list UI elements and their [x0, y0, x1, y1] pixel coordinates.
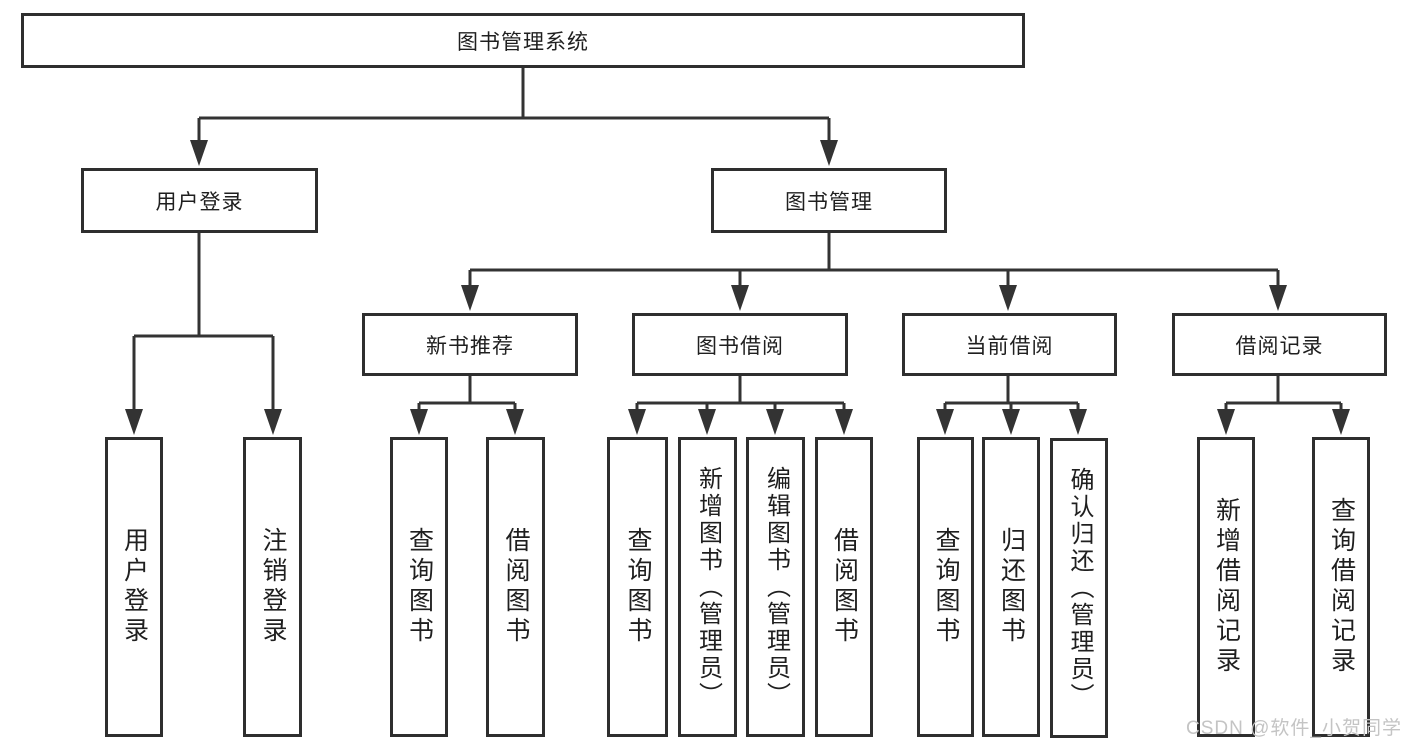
leaf-add-books-admin: 新增图书（管理员）	[678, 437, 737, 737]
node-label: 借阅图书	[502, 527, 530, 647]
node-label: 确认归还（管理员）	[1066, 466, 1093, 710]
node-label: 归还图书	[997, 527, 1026, 647]
csdn-watermark: CSDN @软件_小贺同学	[1186, 718, 1402, 739]
node-label: 查询图书	[624, 527, 652, 647]
node-book-borrowing: 图书借阅	[632, 313, 848, 376]
node-label: 用户登录	[120, 527, 149, 647]
connector-lines	[132, 67, 1343, 410]
node-label: 当前借阅	[965, 334, 1054, 358]
node-label: 查询图书	[405, 527, 434, 647]
leaf-borrow-books-1: 借阅图书	[486, 437, 545, 737]
leaf-edit-books-admin: 编辑图书（管理员）	[746, 437, 805, 737]
node-label: 图书管理系统	[457, 30, 589, 54]
node-label: 用户登录	[155, 190, 244, 214]
node-label: 编辑图书（管理员）	[762, 465, 790, 709]
node-label: 查询图书	[932, 527, 960, 647]
leaf-query-borrow-record: 查询借阅记录	[1312, 437, 1370, 737]
node-label: 注销登录	[259, 527, 287, 647]
node-label: 新增借阅记录	[1212, 497, 1241, 677]
arrowheads	[125, 140, 1350, 435]
node-library-management-system: 图书管理系统	[21, 13, 1025, 68]
node-label: 借阅记录	[1235, 334, 1324, 358]
leaf-user-login: 用户登录	[105, 437, 163, 737]
node-label: 图书借阅	[696, 334, 784, 358]
leaf-query-books-2: 查询图书	[607, 437, 668, 737]
leaf-query-books-1: 查询图书	[390, 437, 448, 737]
node-user-login-branch: 用户登录	[81, 168, 318, 233]
leaf-query-books-3: 查询图书	[917, 437, 974, 737]
node-borrowing-records: 借阅记录	[1172, 313, 1387, 376]
node-current-borrowing: 当前借阅	[902, 313, 1117, 376]
node-label: 新增图书（管理员）	[694, 465, 722, 709]
node-new-book-recommendation: 新书推荐	[362, 313, 578, 376]
leaf-return-books: 归还图书	[982, 437, 1040, 737]
node-label: 图书管理	[785, 190, 873, 214]
leaf-borrow-books-2: 借阅图书	[815, 437, 873, 737]
node-label: 查询借阅记录	[1327, 497, 1356, 677]
node-label: 新书推荐	[426, 334, 514, 358]
node-book-management-branch: 图书管理	[711, 168, 947, 233]
leaf-confirm-return-admin: 确认归还（管理员）	[1050, 438, 1108, 738]
leaf-logout: 注销登录	[243, 437, 302, 737]
node-label: 借阅图书	[830, 527, 859, 647]
leaf-add-borrow-record: 新增借阅记录	[1197, 437, 1255, 737]
